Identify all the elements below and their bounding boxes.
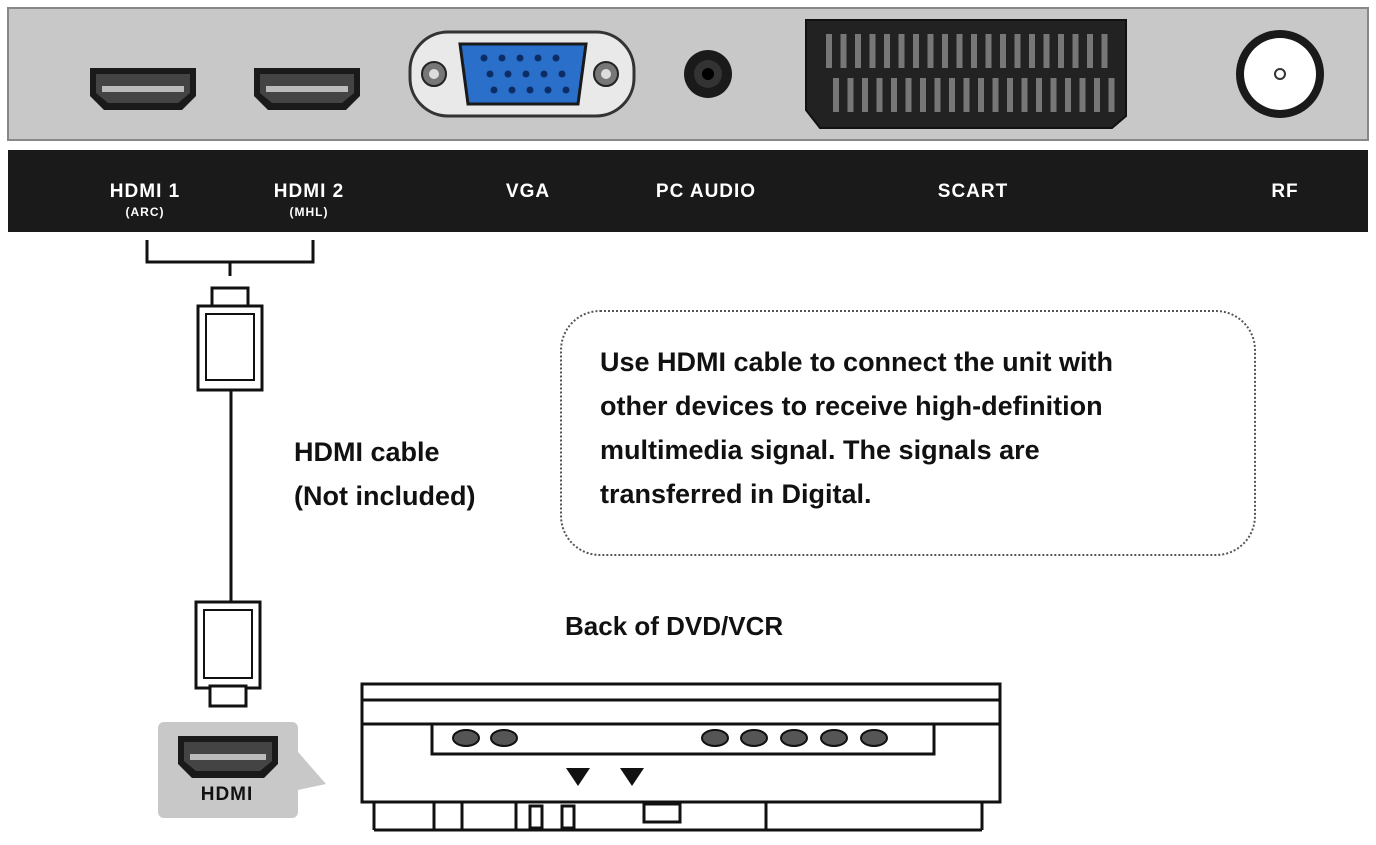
scart-pin — [876, 78, 883, 112]
hdmi-1-port-icon — [90, 68, 196, 110]
dvd-hdmi-port-badge — [158, 722, 326, 818]
scart-pin — [891, 78, 897, 112]
scart-pin — [920, 78, 926, 112]
scart-pin — [1058, 34, 1064, 68]
scart-pin — [840, 34, 847, 68]
scart-pin — [1072, 34, 1079, 68]
dvd-connectors — [452, 729, 888, 747]
hdmi-2-sub-label: (MHL) — [290, 205, 329, 219]
pc-audio-label: PC AUDIO — [656, 181, 756, 202]
cable-label-note: (Not included) — [294, 481, 476, 511]
cable-top-connector-icon — [196, 286, 264, 392]
audio-jack-icon — [684, 50, 732, 98]
scart-pin — [898, 34, 905, 68]
port-label-bar — [8, 150, 1368, 232]
vga-label: VGA — [506, 181, 550, 202]
pointer-arrow-icon — [566, 768, 590, 786]
scart-pin — [1094, 78, 1100, 112]
scart-pin — [956, 34, 963, 68]
scart-pin — [1014, 34, 1021, 68]
scart-pin — [949, 78, 955, 112]
hdmi-2-label: HDMI 2 — [274, 181, 344, 202]
pointer-arrow-icon — [620, 768, 644, 786]
scart-pin — [927, 34, 934, 68]
scart-pin — [905, 78, 912, 112]
dvd-vcr-device — [360, 682, 1002, 832]
scart-pin — [1043, 34, 1050, 68]
scart-pin — [1079, 78, 1086, 112]
scart-pin — [985, 34, 992, 68]
scart-pin — [884, 34, 890, 68]
scart-pin — [913, 34, 919, 68]
scart-pin — [978, 78, 984, 112]
dvd-title: Back of DVD/VCR — [565, 611, 784, 641]
scart-pin — [1050, 78, 1057, 112]
scart-pin — [1108, 78, 1115, 112]
scart-pin — [963, 78, 970, 112]
hdmi-bracket — [145, 240, 315, 276]
scart-pin — [1087, 34, 1093, 68]
scart-pin — [1000, 34, 1006, 68]
scart-pin — [1101, 34, 1108, 68]
scart-pin — [1007, 78, 1013, 112]
scart-pin — [942, 34, 948, 68]
rf-label: RF — [1271, 181, 1298, 202]
scart-pin — [934, 78, 941, 112]
rf-port-icon — [1236, 30, 1324, 118]
scart-pin — [1065, 78, 1071, 112]
scart-pin — [971, 34, 977, 68]
info-callout-box — [560, 310, 1256, 556]
scart-pin — [855, 34, 861, 68]
dvd-hdmi-port-label: HDMI — [200, 784, 254, 805]
cable-bottom-connector-icon — [194, 600, 262, 708]
cable-label-title: HDMI cable — [294, 437, 440, 467]
scart-pin — [826, 34, 832, 68]
scart-pin — [1029, 34, 1035, 68]
cable-label: HDMI cable (Not included) — [294, 430, 475, 518]
scart-pin — [833, 78, 839, 112]
scart-pin — [862, 78, 868, 112]
scart-pin — [1021, 78, 1028, 112]
hdmi-2-port-icon — [254, 68, 360, 110]
scart-pin — [869, 34, 876, 68]
info-callout-text: Use HDMI cable to connect the unit with … — [600, 347, 1114, 509]
hdmi-port-icon — [178, 736, 278, 778]
scart-pin — [1036, 78, 1042, 112]
hdmi-1-sub-label: (ARC) — [126, 205, 165, 219]
hdmi-1-label: HDMI 1 — [110, 181, 180, 202]
scart-pin — [992, 78, 999, 112]
scart-label: SCART — [938, 181, 1008, 202]
scart-pin — [847, 78, 854, 112]
vga-port-icon — [408, 30, 636, 118]
scart-port-icon — [805, 19, 1127, 129]
